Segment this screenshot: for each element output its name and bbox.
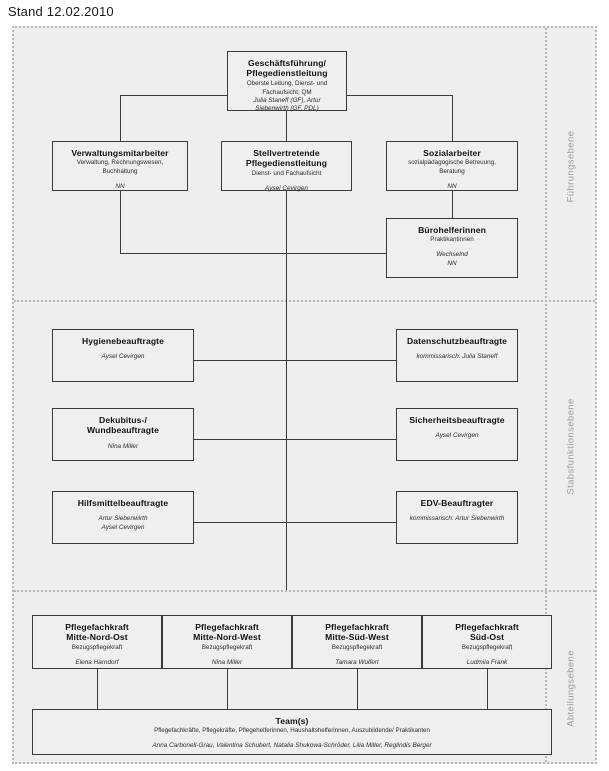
- connector-stabs-spine: [286, 304, 287, 590]
- node-subtitle-line1: Bezugspflegekraft: [201, 643, 253, 651]
- node-person-line1: kommissarisch: Artur Siebenwirth: [409, 515, 505, 523]
- node-hygienebeauftragte[interactable]: Hygienebeauftragte Aysel Cevirgen: [52, 329, 194, 382]
- node-subtitle-line1: Bezugspflegekraft: [331, 643, 383, 651]
- node-subtitle-line2: Beratung: [439, 168, 465, 176]
- connector-pfk-3-drop: [357, 669, 358, 709]
- connector-stv-pdl-center-drop: [286, 191, 287, 311]
- node-buerohelferinnen[interactable]: Bürohelferinnen Praktikantinnen Wechseln…: [386, 218, 518, 278]
- band-label-fuehrungsebene: Führungsebene: [565, 130, 577, 203]
- node-title-line1: Stellvertretende: [253, 148, 320, 158]
- connector-gf-bus-right: [347, 95, 453, 96]
- node-title-line1: Pflegefachkraft: [65, 622, 129, 632]
- node-person-line1: Anna Carbonell-Grau, Valentina Schubert,…: [152, 742, 432, 750]
- node-title-line1: Pflegefachkraft: [455, 622, 519, 632]
- node-person-line1: NN: [115, 183, 125, 191]
- node-person-line1: kommissarisch: Julia Staneff: [416, 353, 498, 361]
- node-subtitle-line1: Bezugspflegekraft: [71, 643, 123, 651]
- node-title-line1: Geschäftsführung/: [247, 58, 327, 68]
- node-person-line1: Nina Miller: [211, 658, 243, 666]
- node-title-line1: EDV-Beauftragter: [420, 498, 494, 508]
- node-title-line2: Mitte-Süd-West: [325, 632, 389, 643]
- node-subtitle-line1: sozialpädagogische Betreuung,: [408, 159, 496, 167]
- node-person-line1: Aysel Cevirgen: [435, 432, 479, 440]
- node-person-line2: Siebenwirth (GF, PDL): [255, 105, 319, 113]
- node-sicherheitsbeauftragte[interactable]: Sicherheitsbeauftragte Aysel Cevirgen: [396, 408, 518, 461]
- node-subtitle-line1: Praktikantinnen: [430, 236, 474, 244]
- connector-buero-bus: [120, 253, 386, 254]
- node-hilfsmittelbeauftragte[interactable]: Hilfsmittelbeauftragte Artur Siebenwirth…: [52, 491, 194, 544]
- band-separator-fuehrung-stabs: [14, 300, 595, 302]
- node-title-line1: Pflegefachkraft: [195, 622, 259, 632]
- node-pflegefachkraft-sued-ost[interactable]: Pflegefachkraft Süd-Ost Bezugspflegekraf…: [422, 615, 552, 669]
- connector-sicherheit-link: [286, 439, 396, 440]
- node-person-line1: Ludmila Frank: [466, 658, 508, 666]
- node-subtitle-line1: Oberste Leitung, Dienst- und: [246, 79, 328, 87]
- connector-pfk-4-drop: [487, 669, 488, 709]
- node-title-line1: Sozialarbeiter: [423, 148, 481, 158]
- node-datenschutzbeauftragte[interactable]: Datenschutzbeauftragte kommissarisch: Ju…: [396, 329, 518, 382]
- node-teams[interactable]: Team(s) Pflegefachkräfte, Pflegekräfte, …: [32, 709, 552, 755]
- connector-gf-right-drop: [452, 95, 453, 141]
- node-title-line1: Verwaltungsmitarbeiter: [71, 148, 169, 158]
- band-label-abteilungsebene: Abteilungsebene: [565, 650, 577, 727]
- node-person-line1: Tamara Wulfert: [335, 658, 379, 666]
- node-person-line1: Elena Harndorf: [75, 658, 119, 666]
- node-person-line1: Aysel Cevirgen: [265, 184, 308, 192]
- node-pflegefachkraft-mitte-nord-west[interactable]: Pflegefachkraft Mitte-Nord-West Bezugspf…: [162, 615, 292, 669]
- node-person-line2: Aysel Cevirgen: [101, 523, 145, 531]
- chart-canvas: Führungsebene Stabsfunktionsebene Abteil…: [12, 26, 597, 764]
- node-subtitle-line1: Pflegefachkräfte, Pflegekräfte, Pflegehe…: [154, 727, 430, 735]
- connector-gf-center-drop: [286, 87, 287, 141]
- connector-sozialarbeiter-drop: [452, 191, 453, 218]
- node-dekubitus-wundbeauftragte[interactable]: Dekubitus-/ Wundbeauftragte Nina Miller: [52, 408, 194, 461]
- node-pflegefachkraft-mitte-nord-ost[interactable]: Pflegefachkraft Mitte-Nord-Ost Bezugspfl…: [32, 615, 162, 669]
- node-title-line1: Bürohelferinnen: [418, 225, 486, 235]
- node-person-line1: Aysel Cevirgen: [101, 353, 145, 361]
- band-separator-stabs-abteilung: [14, 590, 595, 592]
- page-title: Stand 12.02.2010: [8, 4, 114, 19]
- node-title-line1: Hygienebeauftragte: [81, 336, 165, 346]
- connector-datenschutz-link: [286, 360, 396, 361]
- node-subtitle-line2: Buchhaltung: [102, 168, 138, 176]
- node-person-line1: Artur Siebenwirth: [98, 515, 148, 523]
- node-person-line1: Nina Miller: [107, 442, 139, 450]
- connector-dekubitus-link: [194, 439, 287, 440]
- node-title-line1: Sicherheitsbeauftragte: [409, 415, 505, 425]
- connector-edv-link: [286, 522, 396, 523]
- node-pflegefachkraft-mitte-sued-west[interactable]: Pflegefachkraft Mitte-Süd-West Bezugspfl…: [292, 615, 422, 669]
- node-title-line2: Süd-Ost: [469, 632, 505, 643]
- node-title-line2: Pflegedienstleitung: [246, 68, 328, 79]
- node-title-line1: Datenschutzbeauftragte: [406, 336, 508, 346]
- node-title-line1: Pflegefachkraft: [325, 622, 389, 632]
- node-person-line1: NN: [447, 183, 457, 191]
- connector-hygiene-link: [194, 360, 287, 361]
- node-subtitle-line1: Verwaltung, Rechnungswesen,: [76, 159, 164, 167]
- connector-gf-bus-left: [120, 95, 227, 96]
- node-verwaltungsmitarbeiter[interactable]: Verwaltungsmitarbeiter Verwaltung, Rechn…: [52, 141, 188, 191]
- connector-pfk-2-drop: [227, 669, 228, 709]
- connector-hilfsmittel-link: [194, 522, 287, 523]
- node-title-line1: Dekubitus-/: [99, 415, 147, 425]
- node-geschaeftsfuehrung[interactable]: Geschäftsführung/ Pflegedienstleitung Ob…: [227, 51, 347, 113]
- node-person-line2: NN: [447, 259, 457, 267]
- band-label-stabsfunktionsebene: Stabsfunktionsebene: [565, 398, 577, 495]
- side-label-strip-separator: [545, 28, 547, 762]
- node-subtitle-line2: Fachaufsicht; QM: [262, 88, 312, 96]
- node-edv-beauftragter[interactable]: EDV-Beauftragter kommissarisch: Artur Si…: [396, 491, 518, 544]
- node-stellvertretende-pflegedienstleitung[interactable]: Stellvertretende Pflegedienstleitung Die…: [221, 141, 352, 192]
- connector-pfk-1-drop: [97, 669, 98, 709]
- node-person-line1: Wechselnd: [436, 251, 468, 259]
- node-sozialarbeiter[interactable]: Sozialarbeiter sozialpädagogische Betreu…: [386, 141, 518, 191]
- node-title-line1: Hilfsmittelbeauftragte: [77, 498, 169, 508]
- connector-gf-left-drop: [120, 95, 121, 141]
- connector-verwaltung-drop: [120, 191, 121, 253]
- node-title-line2: Pflegedienstleitung: [245, 158, 328, 169]
- node-person-line1: Julia Staneff (GF), Artur: [253, 96, 321, 104]
- node-title-line2: Wundbeauftragte: [87, 425, 159, 436]
- node-subtitle-line1: Dienst- und Fachaufsicht: [251, 169, 322, 177]
- node-title-line2: Mitte-Nord-West: [193, 632, 261, 643]
- node-subtitle-line1: Bezugspflegekraft: [461, 643, 513, 651]
- node-title-line1: Team(s): [275, 716, 309, 726]
- node-title-line2: Mitte-Nord-Ost: [66, 632, 128, 643]
